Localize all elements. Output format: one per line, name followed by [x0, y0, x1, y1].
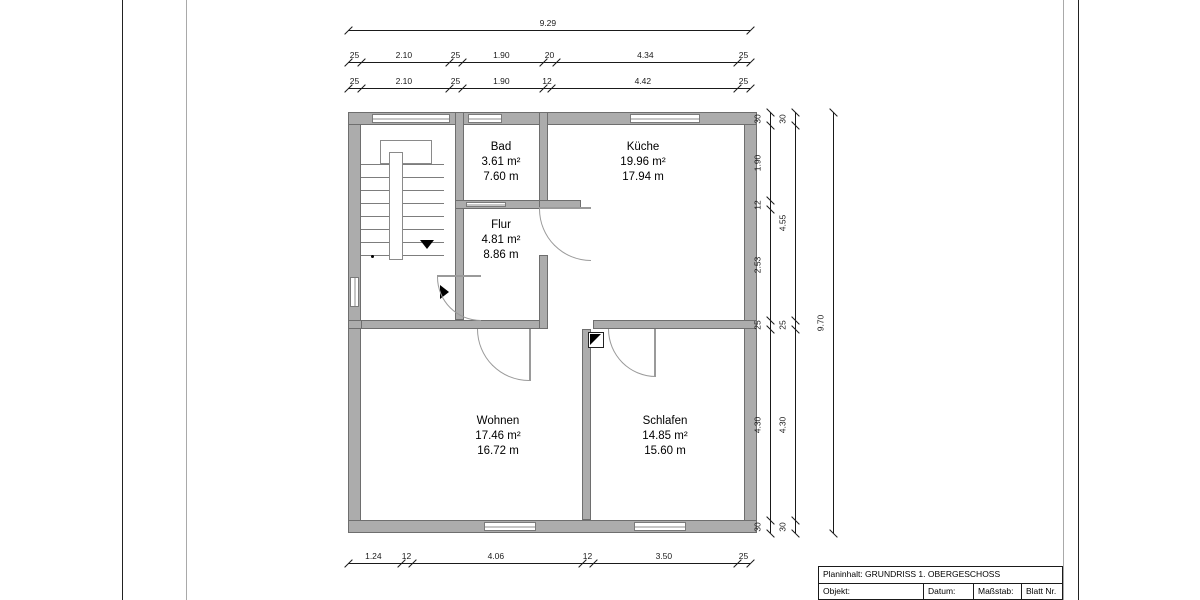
room-perimeter: 8.86 m	[483, 249, 519, 261]
title-block-field-objekt: Objekt:	[819, 584, 924, 600]
dim-bottom-line	[348, 563, 750, 564]
sheet-border-left-inner	[122, 0, 123, 600]
dim-top-overall-line	[348, 30, 750, 31]
dim-bottom-label: 1.24	[365, 551, 382, 561]
interior-wall-spine-left	[348, 320, 547, 329]
interior-wall-spine-right	[593, 320, 757, 329]
interior-wall-hall-stub	[348, 320, 362, 329]
room-name: Wohnen	[476, 415, 520, 427]
dim-right-overall-line	[833, 112, 834, 533]
room-perimeter: 15.60 m	[644, 445, 686, 457]
sheet-border-right-inner	[1063, 0, 1064, 600]
dim-bottom-label: 12	[401, 551, 412, 561]
title-block-divider	[819, 583, 1062, 584]
dim-right-middle-label: 25	[778, 319, 789, 330]
room-label-flur: Flur 4.81 m² 8.86 m	[455, 218, 547, 263]
down-arrow-icon	[420, 240, 434, 249]
dim-bottom-label: 12	[582, 551, 593, 561]
dim-top-2-label: 2.10	[395, 76, 413, 86]
dim-top-2-label: 12	[542, 76, 552, 86]
room-perimeter: 17.94 m	[622, 171, 664, 183]
dim-top-2-label: 4.42	[634, 76, 652, 86]
dim-right-inner-label: 25	[753, 319, 764, 330]
sheet-border-left-outer	[186, 0, 187, 600]
dim-right-middle-label: 30	[778, 113, 789, 124]
room-area: 17.46 m²	[475, 430, 521, 442]
dim-bottom-label: 4.06	[487, 551, 505, 561]
room-label-bad: Bad 3.61 m² 7.60 m	[455, 140, 547, 185]
window-stair-top	[372, 114, 450, 123]
dim-top-2-label: 1.90	[493, 76, 510, 86]
title-block-field-datum: Datum:	[924, 584, 974, 600]
stair-origin-dot	[371, 255, 374, 258]
door-leaf-bedroom	[654, 329, 656, 377]
dim-right-inner-label: 4.30	[751, 416, 762, 433]
door-arc-hall	[437, 277, 481, 321]
room-area: 3.61 m²	[481, 156, 521, 168]
room-perimeter: 7.60 m	[483, 171, 519, 183]
door-opening-bad	[466, 202, 506, 207]
room-label-kueche: Küche 19.96 m² 17.94 m	[583, 140, 703, 185]
room-name: Küche	[626, 141, 660, 153]
room-name: Bad	[490, 141, 512, 153]
room-area: 4.81 m²	[481, 234, 521, 246]
dim-bottom-label: 25	[738, 551, 749, 561]
room-area: 14.85 m²	[642, 430, 688, 442]
dim-right-middle-label: 30	[778, 521, 789, 532]
dim-top-2-label: 25	[349, 76, 360, 86]
window-kitchen-top	[630, 114, 700, 123]
stair-landing-outline	[380, 140, 432, 164]
title-block: Planinhalt: GRUNDRISS 1. OBERGESCHOSS Ob…	[818, 566, 1063, 600]
interior-wall-kitchen-left-lower	[539, 255, 548, 329]
window-stair-left	[350, 277, 359, 307]
title-block-field-blattnr: Blatt Nr.	[1026, 586, 1057, 596]
door-arc-living	[477, 329, 529, 381]
dim-top-1-label: 4.34	[637, 50, 654, 60]
dim-right-inner-label: 30	[753, 521, 764, 532]
dim-top-1-label: 2.10	[395, 50, 413, 60]
dim-right-inner-line	[770, 112, 771, 533]
room-label-schlafen: Schlafen 14.85 m² 15.60 m	[604, 414, 726, 459]
room-name: Flur	[491, 219, 511, 231]
dim-top-1-label: 20	[544, 50, 555, 60]
dim-top-1-label: 25	[738, 50, 749, 60]
dim-top-1-label: 25	[450, 50, 461, 60]
sheet-border-right-outer	[1078, 0, 1079, 600]
dim-bottom-label: 3.50	[655, 551, 673, 561]
interior-wall-bedroom-left	[582, 329, 591, 520]
exterior-wall-bottom	[348, 520, 757, 533]
room-label-wohnen: Wohnen 17.46 m² 16.72 m	[437, 414, 559, 459]
door-arc-bedroom	[608, 329, 656, 377]
dim-top-2-label: 25	[738, 76, 749, 86]
door-leaf-living	[529, 329, 531, 381]
dim-right-inner-label: 1.90	[751, 154, 762, 171]
door-leaf-hall	[437, 275, 481, 277]
stair-handrail	[389, 152, 403, 260]
room-perimeter: 16.72 m	[477, 445, 519, 457]
dim-top-1-label: 1.90	[493, 50, 510, 60]
title-block-content: Planinhalt: GRUNDRISS 1. OBERGESCHOSS	[823, 569, 1001, 579]
window-bedroom-bottom	[634, 522, 686, 531]
window-living-bottom	[484, 522, 536, 531]
title-block-field-massstab: Maßstab:	[974, 584, 1022, 600]
dim-top-1-label: 25	[349, 50, 360, 60]
dim-right-middle-line	[795, 112, 796, 533]
dim-right-middle-label: 4.30	[776, 416, 787, 433]
room-area: 19.96 m²	[620, 156, 666, 168]
dim-right-middle-label: 4.55	[776, 214, 787, 231]
dim-top-2-label: 25	[450, 76, 461, 86]
window-bad-top	[468, 114, 502, 123]
door-leaf-kitchen	[539, 207, 591, 209]
dim-right-inner-label: 12	[753, 199, 764, 210]
dim-top-overall-label: 9.29	[539, 18, 557, 28]
dim-right-overall-label: 9.70	[814, 314, 825, 331]
chimney-icon	[588, 332, 604, 348]
room-name: Schlafen	[642, 415, 688, 427]
dim-top-1-line	[348, 62, 750, 63]
dim-right-inner-label: 30	[753, 113, 764, 124]
dim-right-inner-label: 2.53	[751, 256, 762, 273]
